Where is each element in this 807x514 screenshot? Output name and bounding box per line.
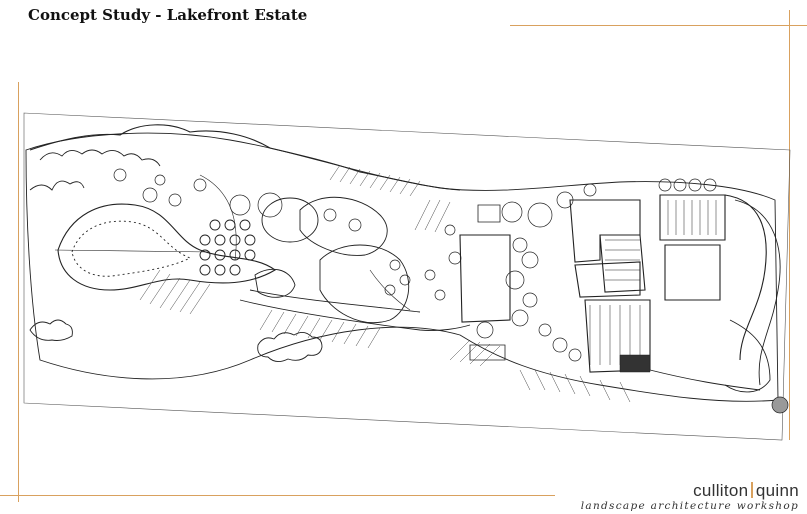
firm-name-second: quinn — [755, 481, 799, 500]
firm-tagline: landscape architecture workshop — [580, 500, 799, 512]
page-title: Concept Study - Lakefront Estate — [28, 6, 308, 24]
left-vertical-rule — [18, 82, 19, 502]
right-vertical-rule — [789, 10, 790, 440]
firm-name: culliton quinn — [581, 482, 799, 499]
firm-logo: culliton quinn landscape architecture wor… — [581, 482, 799, 513]
house-footprint — [459, 194, 726, 373]
orchard-grid — [199, 219, 256, 276]
bottom-left-rule — [0, 495, 555, 496]
lawn-pond — [57, 203, 276, 291]
firm-name-first: culliton — [693, 481, 749, 500]
firm-name-divider — [751, 482, 753, 498]
top-right-rule — [510, 25, 807, 26]
